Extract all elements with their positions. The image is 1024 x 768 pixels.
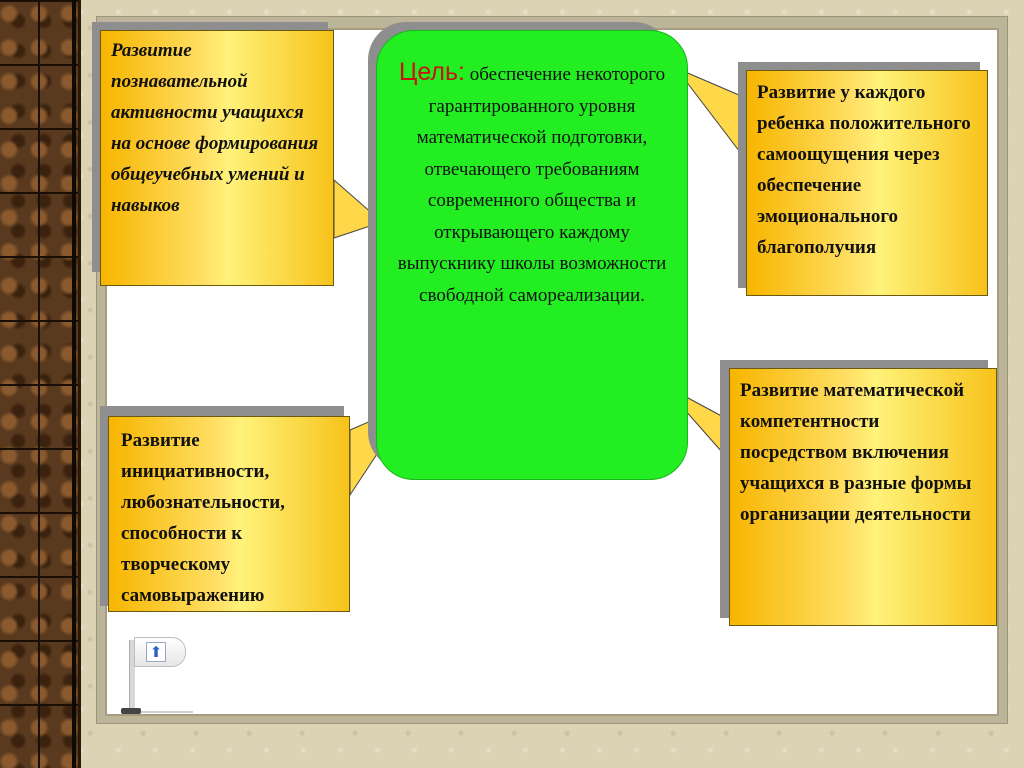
signpost-pole [129, 640, 135, 712]
box-self-perception: Развитие у каждого ребенка положительног… [746, 70, 988, 296]
goal-text: обеспечение некоторого гарантированного … [397, 64, 667, 306]
box-cognitive-activity: Развитие познавательной активности учащи… [100, 30, 334, 286]
strip-edge [72, 0, 76, 768]
signpost-base [121, 708, 141, 714]
signpost-shadow [141, 711, 193, 713]
up-arrow-icon[interactable]: ⬆ [146, 642, 166, 662]
box-initiative: Развитие инициативности, любознательност… [108, 416, 350, 612]
box-math-competence: Развитие математической компетентности п… [729, 368, 997, 626]
goal-label: Цель: [398, 58, 465, 86]
decorative-wood-strip [0, 0, 81, 768]
goal-box: Цель: обеспечение некоторого гарантирова… [376, 30, 688, 480]
